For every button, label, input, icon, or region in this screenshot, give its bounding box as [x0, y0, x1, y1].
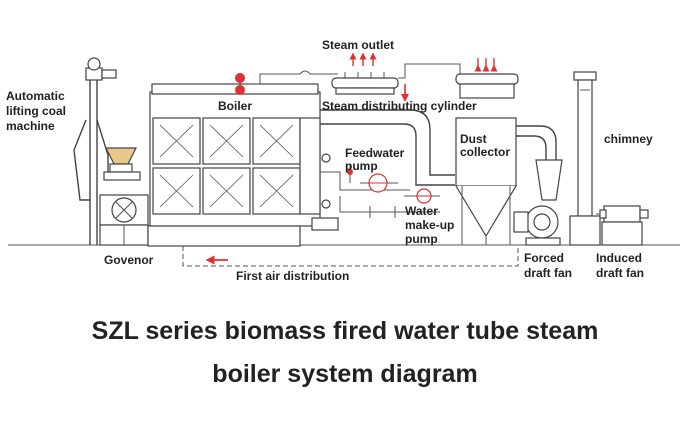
label-steam-distributing-cylinder: Steam distributing cylinder [322, 99, 477, 113]
chimney [569, 71, 601, 246]
label-govenor: Govenor [104, 253, 154, 267]
governor-unit [99, 194, 149, 246]
label-boiler: Boiler [218, 99, 252, 113]
dust-collector [455, 117, 517, 245]
label-induced-draft-fan: Induced draft fan [596, 251, 645, 280]
water-makeup-pump [339, 188, 440, 218]
feedwater-pump [320, 165, 410, 193]
flue-duct [320, 109, 455, 186]
steam-outlet-valve [235, 70, 338, 95]
label-first-air-distribution: First air distribution [236, 269, 349, 283]
first-air-distribution-path [182, 245, 519, 267]
label-forced-draft-fan: Forced draft fan [524, 251, 572, 280]
steam-distributing-cylinder-1 [331, 52, 399, 95]
label-chimney: chimney [604, 132, 653, 146]
forced-draft-fan [513, 205, 561, 246]
coal-hopper [103, 147, 141, 181]
induced-draft-fan [596, 205, 649, 246]
boiler-body [147, 83, 339, 247]
label-feedwater-pump: Feedwater pump [345, 146, 408, 173]
steam-distributing-cylinder-2 [455, 58, 519, 99]
lifting-coal-machine [73, 57, 117, 245]
caption-line-2: boiler system diagram [212, 360, 478, 388]
steam-pipe [398, 63, 461, 79]
label-water-makeup-pump: Water make-up pump [405, 204, 458, 246]
label-steam-outlet: Steam outlet [322, 38, 394, 52]
boiler-system-diagram: Steam outlet Automatic lifting coal mach… [6, 38, 680, 283]
label-lifting-coal-machine: Automatic lifting coal machine [6, 89, 69, 133]
caption-line-1: SZL series biomass fired water tube stea… [91, 317, 599, 345]
cyclone-duct [516, 125, 563, 201]
label-dust-collector: Dust collector [460, 132, 510, 159]
